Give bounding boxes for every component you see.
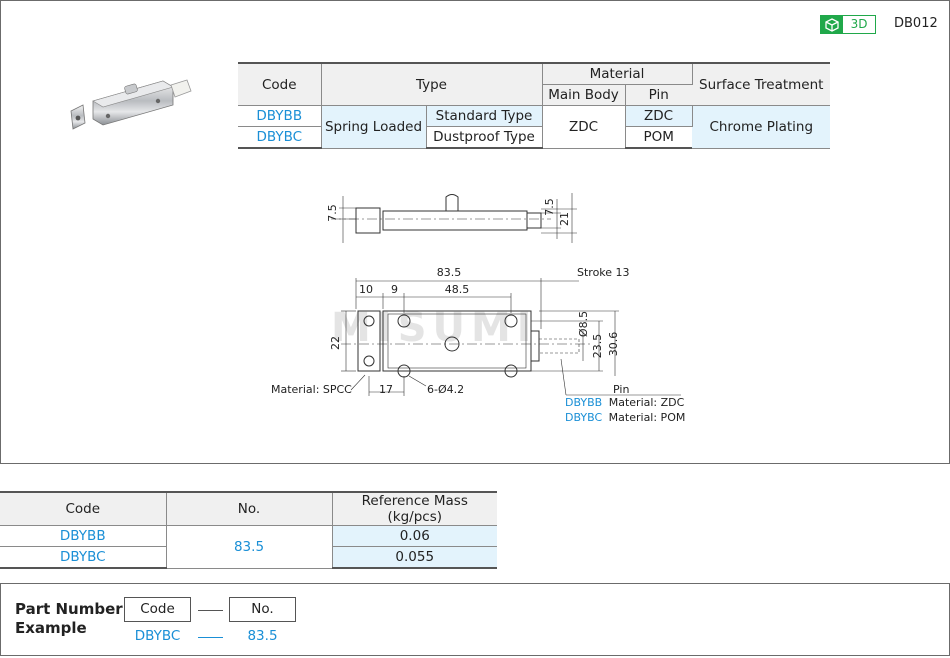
header-type: Type [321, 62, 543, 106]
holes-label: 6-Ø4.2 [427, 383, 464, 396]
dim-83-5: 83.5 [437, 266, 462, 279]
mass-no-cell[interactable]: 83.5 [166, 525, 333, 569]
header-surface-treatment: Surface Treatment [692, 62, 830, 106]
note-material: Material: ZDC [609, 396, 685, 409]
mass-value-cell: 0.055 [332, 546, 497, 569]
spec-pin-cell: ZDC [625, 105, 693, 127]
header-main-body: Main Body [542, 84, 626, 106]
pn-no-box: No. [229, 597, 296, 622]
technical-drawing: MISUMI 7.5 7.5 21 [271, 193, 685, 424]
spec-surface-cell: Chrome Plating [692, 105, 830, 149]
dim-7-5: 7.5 [543, 198, 556, 216]
spec-pin-cell: POM [625, 126, 692, 149]
dim-48-5: 48.5 [445, 283, 470, 296]
pn-code-value: DBYBC [134, 628, 181, 644]
watermark: MISUMI [331, 305, 538, 351]
dim-17: 17 [379, 383, 393, 396]
spec-main-body-cell: ZDC [542, 105, 626, 149]
dim-7-5: 7.5 [326, 204, 339, 222]
spec-subtype-cell: Dustproof Type [426, 126, 543, 149]
mass-code-cell[interactable]: DBYBB [0, 525, 167, 547]
part-number-example: Part Number Example Code No. DBYBC 83.5 [0, 583, 950, 656]
pn-code-box: Code [124, 597, 191, 622]
note-code[interactable]: DBYBB [565, 396, 602, 409]
header-code: Code [238, 62, 322, 106]
spcc-material-label: Material: SPCC [271, 383, 352, 396]
header-material: Material [542, 62, 693, 85]
spec-subtype-cell: Standard Type [426, 105, 543, 127]
model-code: DB012 [894, 16, 938, 31]
top-view [341, 278, 681, 396]
note-material: Material: POM [609, 411, 686, 424]
pn-no-value: 83.5 [247, 628, 278, 644]
header-code: Code [0, 491, 167, 526]
pin-label: Pin [613, 383, 629, 396]
svg-text:DBYBB Material: ZDC: DBYBB Material: ZDC [565, 396, 685, 409]
dim-30-6: 30.6 [607, 332, 620, 357]
pn-separator [198, 637, 223, 638]
svg-text:DBYBC Material: POM: DBYBC Material: POM [565, 411, 685, 424]
dim-23-5: 23.5 [591, 334, 604, 359]
header-reference-mass: Reference Mass (kg/pcs) [332, 491, 497, 526]
header-no: No. [166, 491, 333, 526]
spec-code-cell[interactable]: DBYBC [238, 126, 322, 149]
dim-21: 21 [558, 212, 571, 226]
product-image [70, 79, 192, 130]
spec-type-cell: Spring Loaded [321, 105, 427, 149]
spec-code-cell[interactable]: DBYBB [238, 105, 322, 127]
dim-22: 22 [329, 336, 342, 350]
dim-10: 10 [359, 283, 373, 296]
3d-model-button[interactable]: 3D [820, 15, 876, 34]
dim-stroke: Stroke 13 [577, 266, 630, 279]
spec-table: Code Type Material Surface Treatment Mai… [238, 62, 830, 149]
side-view [331, 193, 577, 243]
header-pin: Pin [625, 84, 692, 106]
dim-phi-8-5: Ø8.5 [577, 311, 590, 337]
mass-code-cell[interactable]: DBYBC [0, 546, 167, 569]
cube-icon [821, 16, 843, 33]
part-number-title: Part Number Example [15, 600, 123, 637]
mass-table: Code No. Reference Mass (kg/pcs) DBYBB 8… [0, 491, 497, 569]
pn-separator [198, 610, 223, 611]
spec-section: 3D DB012 Code Type Material Surface Trea… [0, 0, 950, 464]
3d-label: 3D [850, 17, 868, 31]
dim-9: 9 [391, 283, 398, 296]
note-code[interactable]: DBYBC [565, 411, 602, 424]
mass-value-cell: 0.06 [332, 525, 497, 547]
